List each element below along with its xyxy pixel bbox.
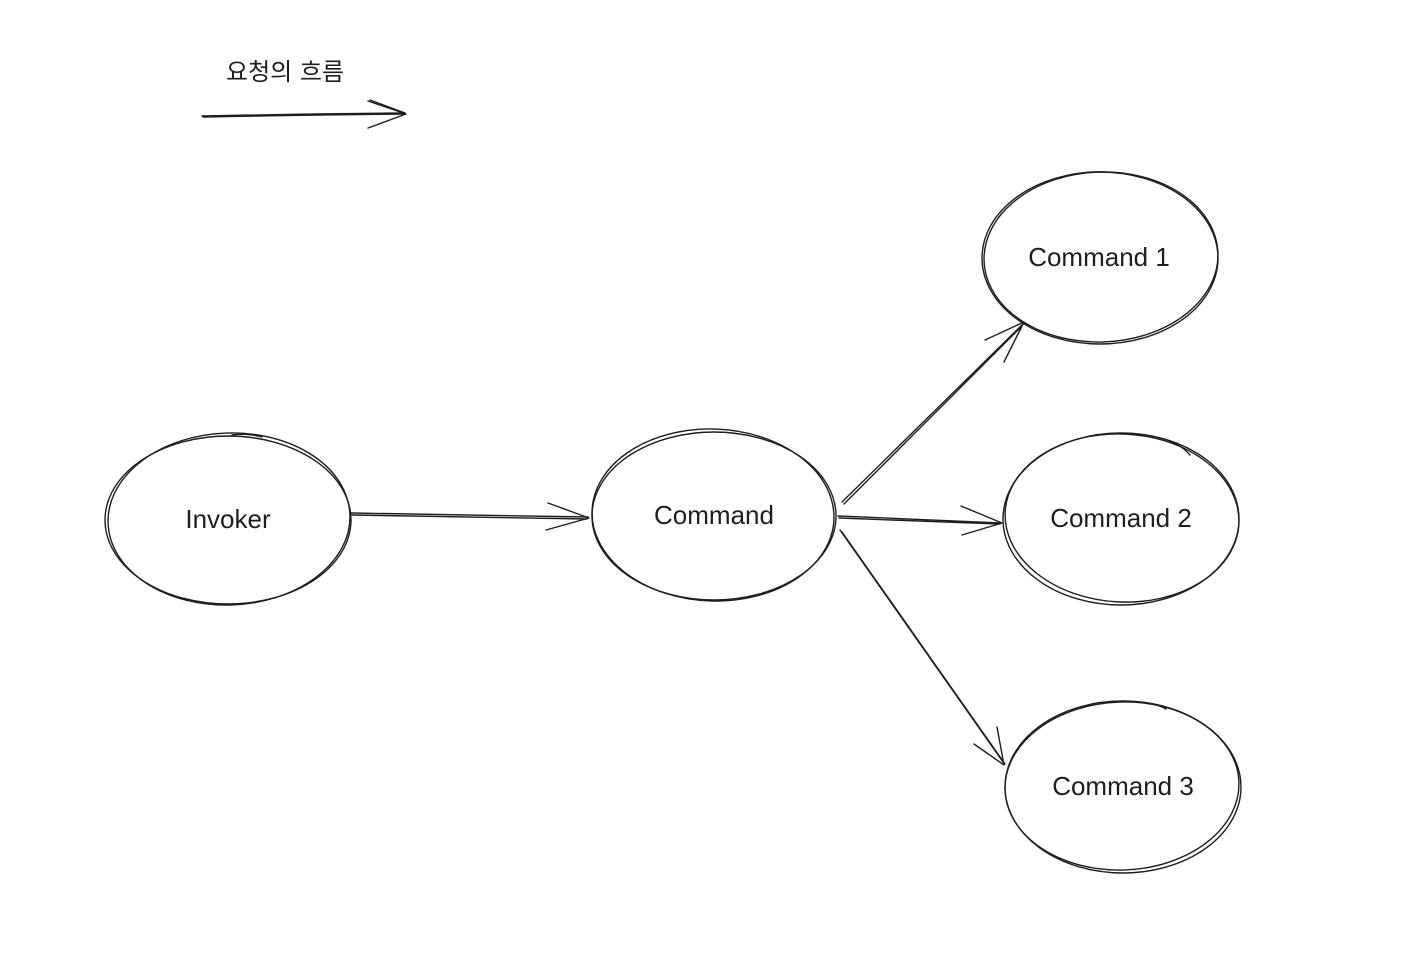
node-command-2-label: Command 2 (1050, 503, 1192, 533)
legend-arrow (201, 99, 407, 129)
legend: 요청의 흐름 (201, 58, 407, 129)
edge-command-command-1 (841, 321, 1025, 505)
node-command: Command (591, 428, 837, 602)
edge-invoker-command (350, 502, 590, 531)
legend-label: 요청의 흐름 (226, 58, 344, 86)
node-command-1-label: Command 1 (1028, 242, 1170, 272)
node-invoker-label: Invoker (185, 504, 271, 534)
node-command-3: Command 3 (1004, 700, 1242, 874)
node-command-1: Command 1 (981, 171, 1219, 345)
node-invoker: Invoker (104, 432, 352, 606)
node-command-3-label: Command 3 (1052, 771, 1194, 801)
edge-command-command-3 (839, 529, 1006, 766)
node-command-label: Command (654, 500, 774, 530)
edge-command-command-2 (837, 505, 1003, 536)
node-command-2: Command 2 (1002, 432, 1240, 606)
